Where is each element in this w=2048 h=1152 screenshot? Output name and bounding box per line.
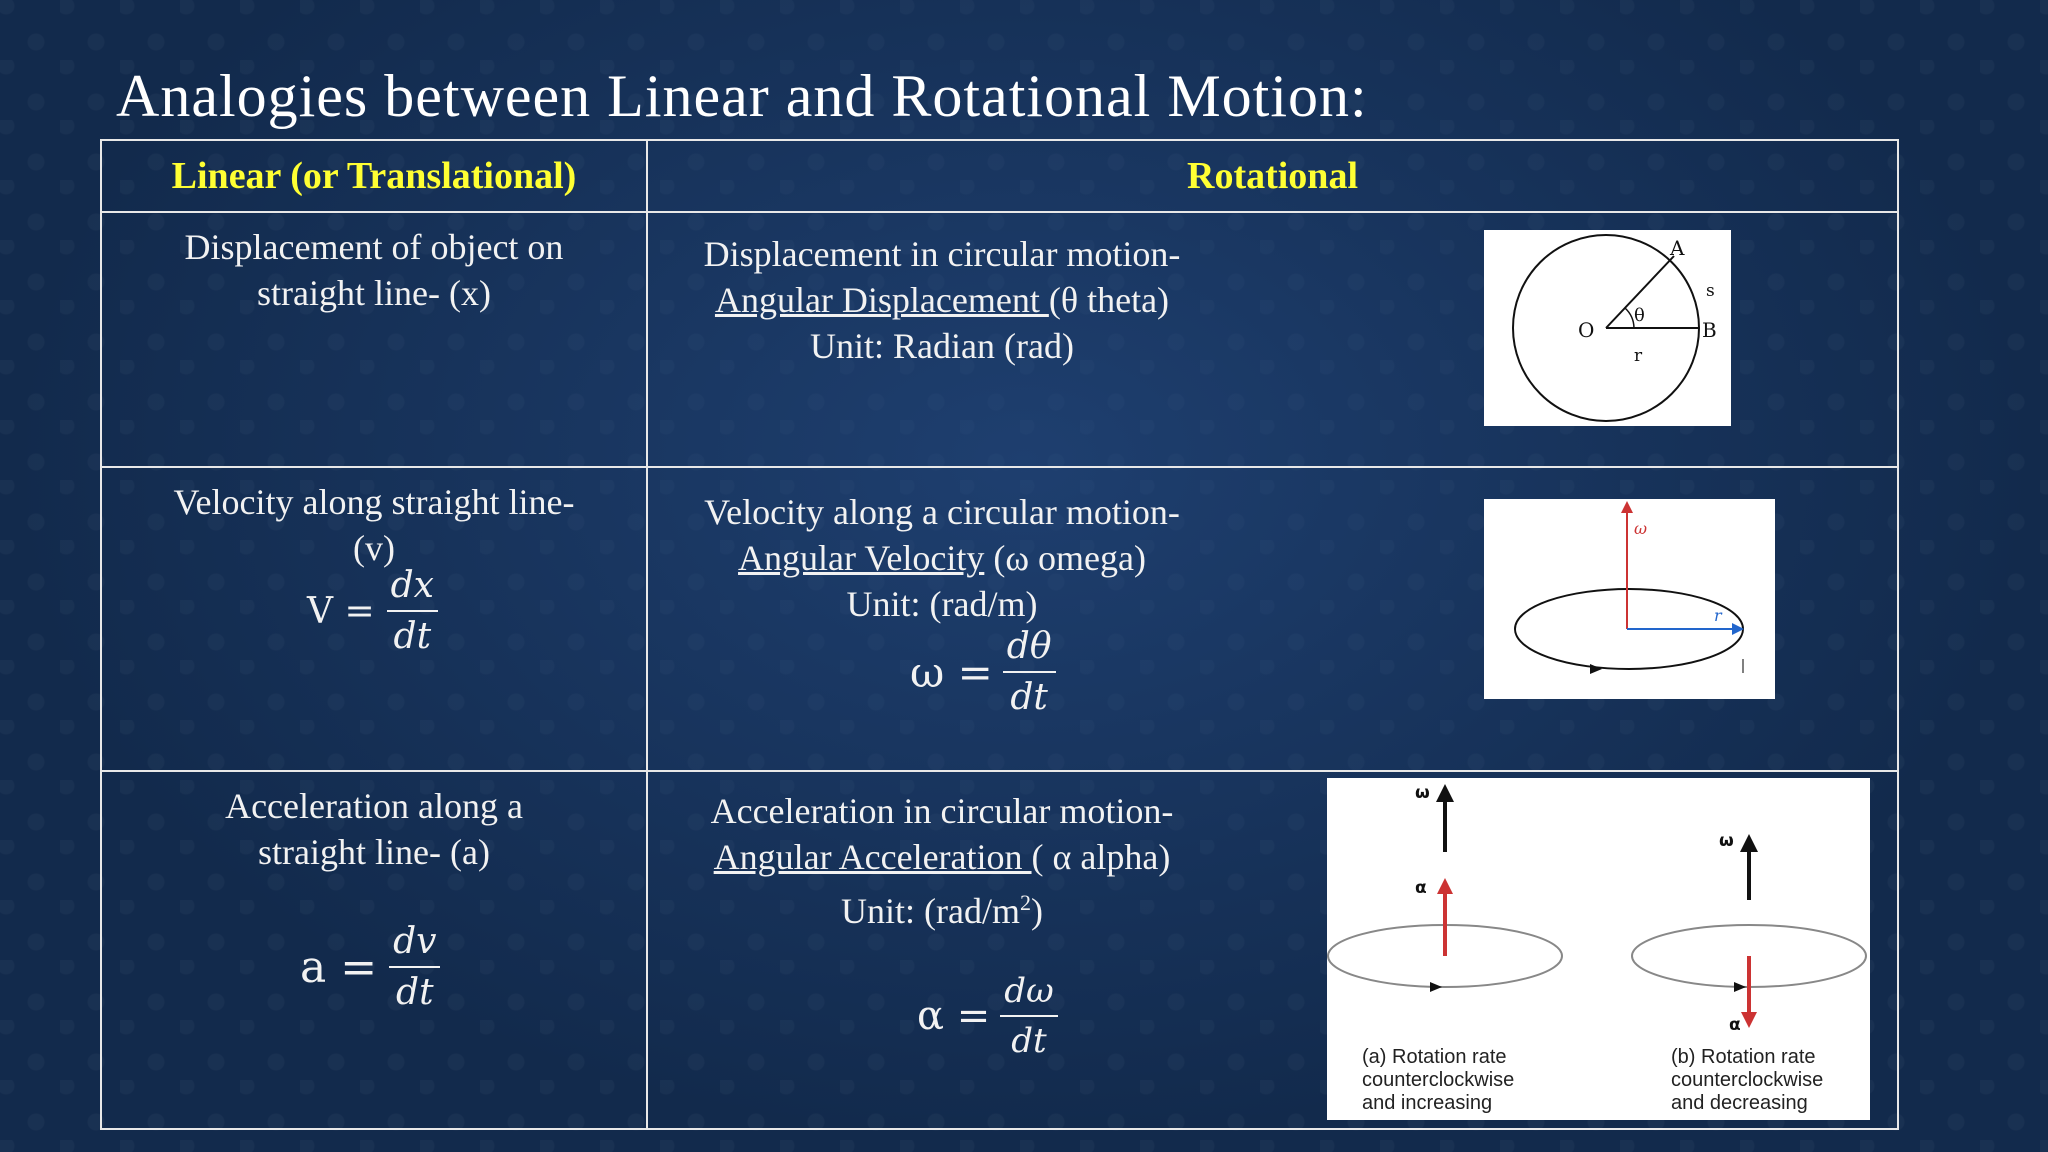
angular-acceleration-term: Angular Acceleration xyxy=(713,837,1032,877)
linear-velocity-equation: V = dx dt xyxy=(307,565,438,657)
label-omega-b: ω xyxy=(1719,831,1734,851)
angular-velocity-term-line: Angular Velocity (ω omega) xyxy=(662,535,1222,581)
angular-acceleration-term-line: Angular Acceleration ( α alpha) xyxy=(662,834,1222,880)
row-divider xyxy=(102,770,1897,772)
label-omega-a: ω xyxy=(1415,783,1430,803)
angular-velocity-equation: ω = dθ dt xyxy=(910,626,1056,718)
label-r: r xyxy=(1634,346,1643,366)
linear-displacement-line2: straight line- (x) xyxy=(257,273,491,313)
angular-velocity-lhs: ω = xyxy=(910,647,993,697)
slide-title: Analogies between Linear and Rotational … xyxy=(116,63,1368,129)
angular-displacement-unit: Unit: Radian (rad) xyxy=(810,326,1074,366)
label-alpha-a: α xyxy=(1415,878,1427,898)
fraction-bar xyxy=(389,966,441,968)
angular-acceleration-figure: ω α ω α (a) Rotation rate counterclockwi… xyxy=(1327,778,1870,1120)
angular-acceleration-denominator: dt xyxy=(1011,1021,1047,1061)
label-o: O xyxy=(1578,318,1594,342)
angular-displacement-symbol: (θ theta) xyxy=(1048,280,1170,320)
unit-superscript: 2 xyxy=(1019,890,1031,915)
label-omega: ω xyxy=(1634,519,1647,538)
unit-base: Unit: (rad/m xyxy=(841,891,1020,931)
linear-velocity-line1: Velocity along straight line- xyxy=(173,482,575,522)
angular-velocity-numerator: dθ xyxy=(1006,626,1052,667)
linear-velocity-numerator: dx xyxy=(390,565,434,606)
caption-b: (b) Rotation rate counterclockwise and d… xyxy=(1671,1046,1823,1115)
angular-displacement-term-line: Angular Displacement (θ theta) xyxy=(662,277,1222,323)
caption-a-line2: counterclockwise xyxy=(1362,1069,1515,1091)
linear-acceleration-line2: straight line- (a) xyxy=(258,832,490,872)
fraction-bar xyxy=(1000,1015,1058,1017)
column-divider xyxy=(646,141,648,1128)
angular-velocity-denominator: dt xyxy=(1010,677,1048,718)
angular-displacement-cell: Displacement in circular motion- Angular… xyxy=(662,231,1222,369)
label-b: B xyxy=(1702,318,1717,342)
linear-displacement-line1: Displacement of object on xyxy=(184,227,564,267)
linear-acceleration-lhs: a = xyxy=(300,941,378,993)
label-alpha-b: α xyxy=(1729,1015,1741,1035)
angular-displacement-line1: Displacement in circular motion- xyxy=(703,234,1181,274)
linear-displacement-cell: Displacement of object on straight line-… xyxy=(102,224,646,316)
analogy-table: Linear (or Translational) Rotational Dis… xyxy=(100,139,1899,1130)
linear-acceleration-fraction: dv dt xyxy=(389,921,441,1013)
linear-velocity-denominator: dt xyxy=(393,616,432,657)
fraction-bar xyxy=(1002,671,1056,673)
caption-a-line1: (a) Rotation rate xyxy=(1362,1046,1507,1068)
linear-velocity-fraction: dx dt xyxy=(386,565,438,657)
linear-acceleration-cell: Acceleration along a straight line- (a) xyxy=(102,783,646,875)
linear-acceleration-line1: Acceleration along a xyxy=(225,786,523,826)
row-divider xyxy=(102,211,1897,213)
header-linear: Linear (or Translational) xyxy=(171,155,577,197)
label-r: r xyxy=(1714,606,1723,625)
angular-displacement-figure: O A B s r θ xyxy=(1484,230,1731,426)
angular-acceleration-fraction: dω dt xyxy=(1000,971,1058,1061)
angular-velocity-line1: Velocity along a circular motion- xyxy=(704,492,1180,532)
angular-acceleration-lhs: α = xyxy=(917,993,991,1039)
angular-acceleration-unit: Unit: (rad/m2) xyxy=(662,880,1222,934)
linear-velocity-lhs: V = xyxy=(307,590,375,632)
label-theta: θ xyxy=(1634,305,1645,326)
caption-b-line3: and decreasing xyxy=(1671,1092,1808,1114)
angular-velocity-fraction: dθ dt xyxy=(1002,626,1056,718)
circle-diagram: O A B s r θ xyxy=(1512,234,1717,422)
angular-velocity-cell: Velocity along a circular motion- Angula… xyxy=(662,489,1222,627)
label-a: A xyxy=(1669,236,1685,260)
angular-acceleration-line1: Acceleration in circular motion- xyxy=(710,791,1174,831)
angular-acceleration-numerator: dω xyxy=(1004,971,1054,1011)
caption-b-line2: counterclockwise xyxy=(1671,1069,1824,1091)
angular-velocity-unit: Unit: (rad/m) xyxy=(846,584,1038,624)
angular-acceleration-equation: α = dω dt xyxy=(917,971,1058,1061)
linear-acceleration-denominator: dt xyxy=(396,972,434,1013)
rotation-vector-diagram: ω r xyxy=(1514,501,1744,674)
angular-velocity-symbol: (ω omega) xyxy=(984,538,1146,578)
header-rotational: Rotational xyxy=(1187,155,1358,197)
fraction-bar xyxy=(386,610,438,612)
angular-acceleration-cell: Acceleration in circular motion- Angular… xyxy=(662,788,1222,934)
linear-velocity-line2: (v) xyxy=(353,528,395,568)
caption-a-line3: and increasing xyxy=(1362,1092,1493,1114)
row-divider xyxy=(102,466,1897,468)
angular-acceleration-symbol: ( α alpha) xyxy=(1031,837,1171,877)
caption-a: (a) Rotation rate counterclockwise and i… xyxy=(1362,1046,1514,1115)
linear-velocity-cell: Velocity along straight line- (v) xyxy=(102,479,646,571)
acceleration-vector-diagram: ω α ω α xyxy=(1327,783,1867,1035)
caption-b-line1: (b) Rotation rate xyxy=(1671,1046,1816,1068)
angular-velocity-figure: ω r xyxy=(1484,499,1775,699)
label-s: s xyxy=(1706,281,1715,301)
linear-acceleration-numerator: dv xyxy=(393,921,437,962)
linear-acceleration-equation: a = dv dt xyxy=(300,921,441,1013)
angular-velocity-term: Angular Velocity xyxy=(738,538,985,578)
angular-displacement-term: Angular Displacement xyxy=(714,280,1049,320)
unit-end: ) xyxy=(1030,891,1043,931)
